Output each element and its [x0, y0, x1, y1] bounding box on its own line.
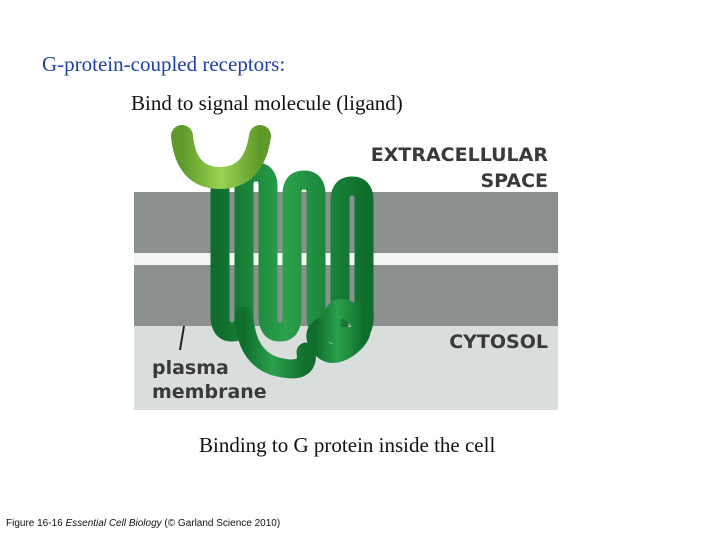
gpcr-receptor: [210, 162, 374, 379]
bullet-ligand: Bind to signal molecule (ligand): [131, 91, 403, 115]
label-extracellular: EXTRACELLULAR: [371, 144, 549, 166]
membrane-pointer-line: [179, 325, 185, 351]
receptor-c-terminal-tail: [306, 299, 374, 363]
caption-suffix: (© Garland Science 2010): [161, 518, 281, 529]
receptor-intracellular-loop: [234, 306, 316, 379]
label-plasma: plasma: [152, 357, 229, 379]
caption-book: Essential Cell Biology: [65, 518, 162, 529]
ligand-cup: [171, 125, 271, 190]
figure-caption: Figure 16-16 Essential Cell Biology (© G…: [6, 518, 280, 529]
bullet-gprotein: Binding to G protein inside the cell: [199, 433, 496, 457]
caption-prefix: Figure 16-16: [6, 518, 66, 529]
receptor-helices: [210, 162, 374, 342]
gpcr-diagram: EXTRACELLULAR SPACE CYTOSOL plasma membr…: [134, 125, 558, 410]
label-cytosol: CYTOSOL: [449, 331, 548, 353]
slide-title: G-protein-coupled receptors:: [42, 52, 286, 76]
gpcr-figure: EXTRACELLULAR SPACE CYTOSOL plasma membr…: [134, 120, 558, 410]
label-membrane: membrane: [152, 381, 267, 403]
label-space: SPACE: [481, 170, 549, 192]
ligand-binding-site: [171, 125, 271, 190]
